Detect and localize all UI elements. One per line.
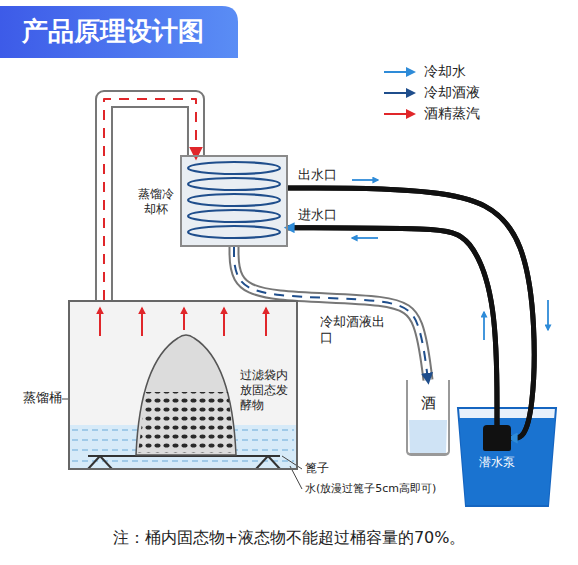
legend-text: 冷却酒液 bbox=[424, 84, 480, 102]
port-label: 进水口 bbox=[296, 207, 350, 223]
coil-loop bbox=[188, 210, 280, 222]
submersible-pump: 潜水泵 bbox=[483, 425, 511, 451]
legend-arrow bbox=[384, 67, 416, 77]
coil-loop bbox=[188, 194, 280, 206]
legend-arrow bbox=[384, 88, 416, 98]
coil-loop bbox=[188, 178, 280, 190]
part-label: 过滤袋内放固态发酵物 bbox=[240, 368, 296, 413]
pipe-connector bbox=[104, 99, 196, 300]
cooling-coil bbox=[188, 162, 280, 238]
pipe-connector bbox=[234, 247, 428, 380]
coil-loop bbox=[188, 226, 280, 238]
node-text: 蒸馏冷却杯 bbox=[136, 187, 176, 217]
pipe-connector bbox=[288, 188, 534, 438]
title-tab bbox=[0, 6, 238, 58]
node-text: 潜水泵 bbox=[473, 455, 521, 470]
pipe-connector bbox=[288, 228, 497, 425]
node-text: 酒 bbox=[408, 394, 448, 413]
cooling-cup: 蒸馏冷却杯 bbox=[180, 155, 288, 247]
grate bbox=[88, 456, 280, 469]
port-label: 冷却酒液出口 bbox=[318, 314, 398, 347]
glass-liquid bbox=[409, 420, 447, 453]
legend-arrow bbox=[384, 109, 416, 119]
basin bbox=[458, 408, 556, 506]
cooler-body bbox=[180, 155, 288, 247]
part-label: 篦子 bbox=[305, 461, 365, 476]
filter-bag bbox=[136, 335, 236, 455]
port-label: 出水口 bbox=[296, 167, 350, 183]
caption: 注：桶内固态物+液态物不能超过桶容量的70%。 bbox=[0, 528, 578, 549]
basin-water bbox=[459, 418, 555, 505]
node-text: 蒸馏桶 bbox=[16, 390, 62, 406]
legend-text: 冷却水 bbox=[424, 63, 466, 81]
vapour-arrows bbox=[100, 308, 266, 336]
wine-glass: 酒 bbox=[406, 380, 450, 456]
bucket-body bbox=[68, 300, 298, 470]
title: 产品原理设计图 bbox=[22, 14, 204, 49]
legend-text: 酒精蒸汽 bbox=[424, 105, 480, 123]
leader-lines bbox=[62, 399, 302, 489]
coil-loop bbox=[188, 162, 280, 174]
filter-bag-contents bbox=[138, 392, 235, 453]
part-label: 水(放漫过篦子5cm高即可) bbox=[305, 482, 505, 496]
